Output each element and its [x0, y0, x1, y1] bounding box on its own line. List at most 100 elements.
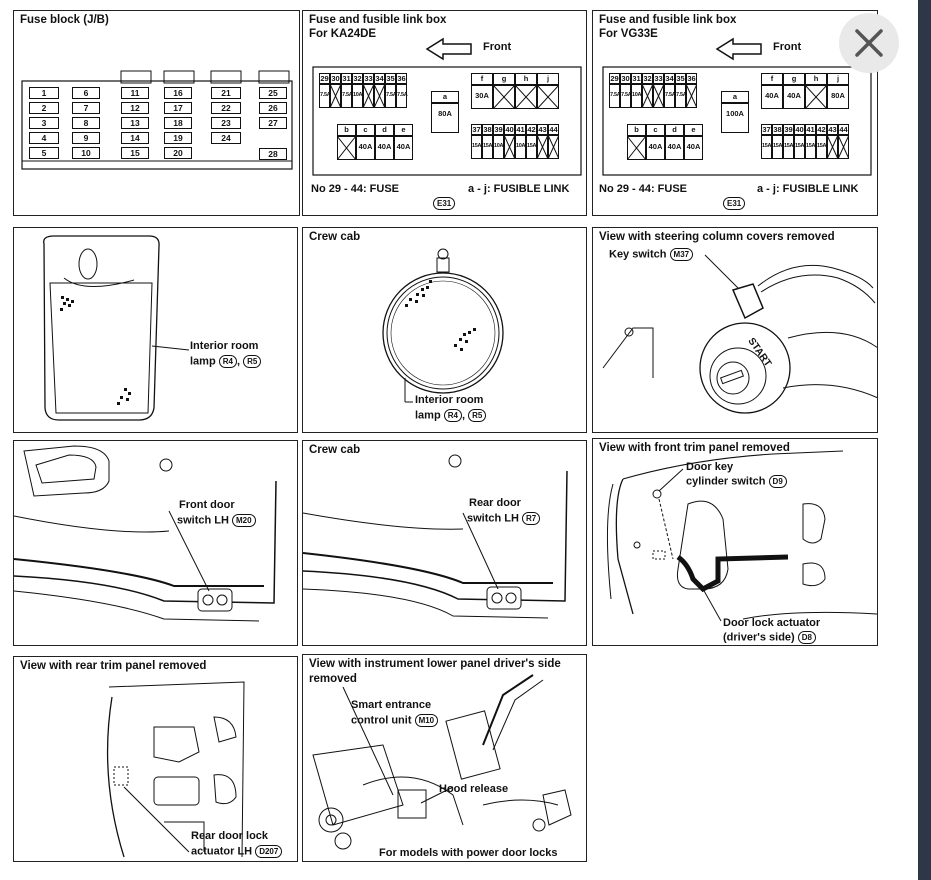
fusible-link-legend: a - j: FUSIBLE LINK [468, 183, 570, 195]
panel-title: Fuse block (J/B) [20, 14, 109, 26]
link-rating: 30A [471, 85, 493, 109]
connector-code: M10 [414, 714, 439, 727]
hood-release-label: Hood release [439, 783, 509, 795]
fuse-rating [827, 135, 838, 159]
fuse-slot: 22 [211, 102, 241, 114]
connector-code: R7 [522, 512, 541, 525]
rear-door-illustration [303, 454, 568, 619]
close-button[interactable] [839, 13, 899, 73]
empty-slot-icon [504, 135, 515, 159]
fuse-slot: 10 [72, 147, 100, 159]
fuse-slot: 23 [211, 117, 241, 129]
front-door-switch-panel: Front door switch LH M20 [13, 440, 298, 646]
fuse-number: 36 [396, 73, 407, 84]
link-rating: 80A [431, 103, 459, 133]
fuse-number: 29 [319, 73, 330, 84]
rear-door-switch-label: switch LH R7 [467, 512, 541, 525]
fuse-number: 42 [526, 124, 537, 135]
connector-code: D207 [255, 845, 283, 858]
fuse-slot: 26 [259, 102, 287, 114]
control-unit-illustration [312, 674, 572, 850]
panel-subtitle: For VG33E [599, 28, 658, 40]
empty-slot-icon [330, 84, 341, 108]
fuse-rating [374, 84, 385, 108]
fusible-link-legend: a - j: FUSIBLE LINK [757, 183, 859, 195]
link-rating: 40A [665, 136, 684, 160]
fuse-rating [686, 84, 697, 108]
close-icon [855, 29, 883, 57]
empty-slot-icon [515, 85, 537, 109]
fuse-number: 40 [504, 124, 515, 135]
room-lamp-illustration [43, 235, 190, 421]
empty-slot-icon [642, 84, 653, 108]
link-rating: 40A [761, 85, 783, 109]
fuse-rating: 7.5A [396, 84, 408, 108]
fuse-rating [330, 84, 341, 108]
fuse-number: 39 [493, 124, 504, 135]
fuse-rating [504, 135, 515, 159]
fuse-number: 30 [620, 73, 631, 84]
fuse-rating: 7.5A [675, 84, 687, 108]
fuse-number: 38 [772, 124, 783, 135]
link-rating: 40A [646, 136, 665, 160]
fuse-slot: 27 [259, 117, 287, 129]
connector-code: R4 [218, 355, 237, 368]
link-label: c [356, 124, 375, 136]
panel-title: View with rear trim panel removed [20, 660, 207, 672]
empty-slot-icon [627, 136, 646, 160]
link-label: d [375, 124, 394, 136]
door-lock-actuator-label: Door lock actuator [723, 617, 821, 629]
fuse-slot: 24 [211, 132, 241, 144]
front-label: Front [483, 41, 512, 53]
fuse-rating: 15A [471, 135, 482, 159]
link-rating [627, 136, 646, 160]
fuse-legend: No 29 - 44: FUSE [311, 183, 400, 195]
link-label: f [471, 73, 493, 85]
fuse-number: 36 [686, 73, 697, 84]
fuse-number: 37 [761, 124, 772, 135]
smart-entrance-label: Smart entrance [351, 699, 432, 711]
rear-door-lock-label: Rear door lock [191, 830, 269, 842]
fuse-number: 37 [471, 124, 482, 135]
connector-code: E31 [433, 197, 456, 210]
front-label: Front [773, 41, 802, 53]
fuse-slot: 6 [72, 87, 100, 99]
connector-code: R4 [443, 409, 462, 422]
fuse-rating [363, 84, 374, 108]
fuse-number: 41 [805, 124, 816, 135]
power-door-locks-note: For models with power door locks [379, 847, 558, 859]
key-switch-label: Key switch M37 [609, 248, 694, 261]
fuse-number: 35 [675, 73, 686, 84]
fuse-slot: 16 [164, 87, 192, 99]
fuse-number: 29 [609, 73, 620, 84]
fuse-rating [653, 84, 664, 108]
fuse-number: 33 [363, 73, 374, 84]
fuse-rating [642, 84, 653, 108]
empty-slot-icon [838, 135, 849, 159]
empty-slot-icon [363, 84, 374, 108]
fuse-number: 39 [783, 124, 794, 135]
fuse-slot: 2 [29, 102, 59, 114]
crew-cab-lamp-panel: Crew cab Interior room lamp R4, R5 [302, 227, 587, 433]
fuse-rating: 7.5A [609, 84, 621, 108]
fuse-number: 44 [548, 124, 559, 135]
link-label: g [783, 73, 805, 85]
link-rating: 40A [684, 136, 703, 160]
fuse-slot: 25 [259, 87, 287, 99]
fuse-slot: 7 [72, 102, 100, 114]
fuse-rating: 7.5A [319, 84, 331, 108]
fuse-number: 31 [341, 73, 352, 84]
panel-title: View with front trim panel removed [599, 442, 790, 454]
fuse-rating: 10A [631, 84, 642, 108]
fuse-slot: 1 [29, 87, 59, 99]
drivers-side-label: (driver's side) D8 [723, 631, 816, 644]
fuse-number: 32 [642, 73, 653, 84]
fuse-rating: 15A [783, 135, 794, 159]
key-switch-illustration [602, 254, 877, 414]
scrollbar[interactable] [918, 0, 931, 880]
link-rating [537, 85, 559, 109]
empty-slot-icon [548, 135, 559, 159]
fuse-number: 43 [537, 124, 548, 135]
panel-title: View with instrument lower panel driver'… [309, 658, 561, 670]
empty-slot-icon [337, 136, 356, 160]
